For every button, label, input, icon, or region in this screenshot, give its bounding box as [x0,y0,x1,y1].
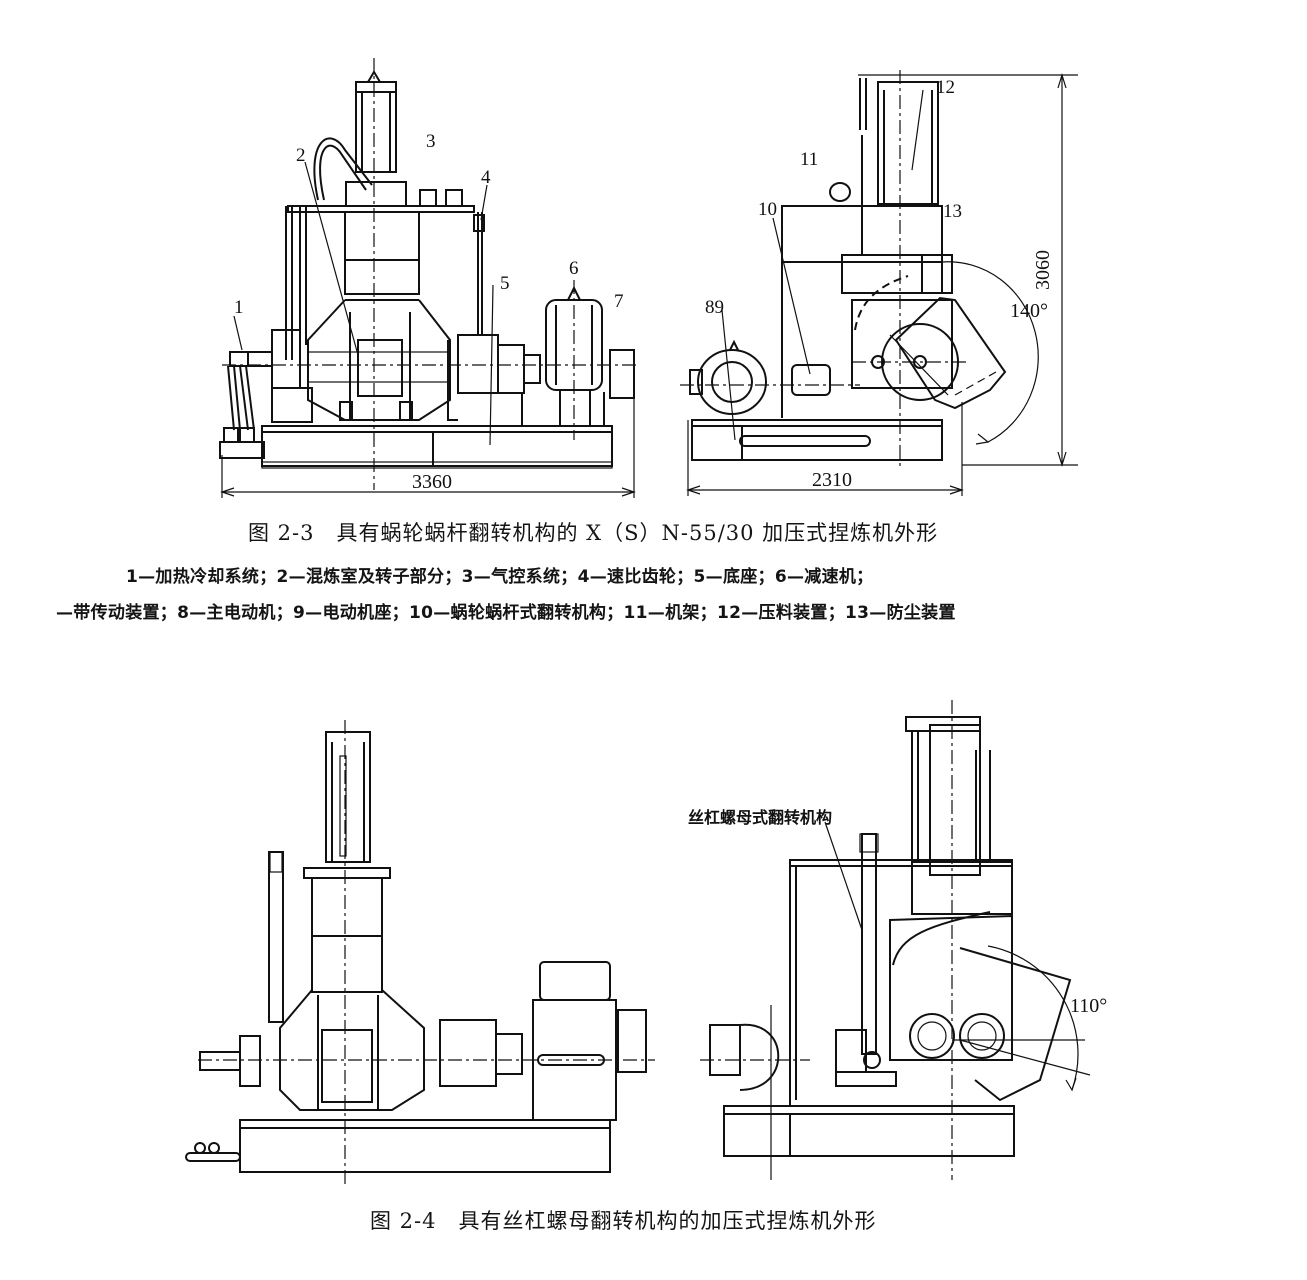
part-label-7: 7 [614,291,624,312]
part-label-5: 5 [500,273,510,294]
height-dimension-3060: 3060 [1032,250,1054,290]
tilt-angle-140: 140° [1010,300,1048,322]
fig-2-3-front-view [219,58,640,498]
fig-2-3-side-view [680,70,1078,496]
part-label-1: 1 [234,297,244,318]
tilt-angle-110: 110° [1070,995,1108,1017]
screw-nut-mechanism-label: 丝杠螺母式翻转机构 [688,808,833,827]
part-label-4: 4 [481,167,491,188]
part-label-12: 12 [936,77,955,98]
width-dimension-2310: 2310 [812,469,852,491]
width-dimension-3360: 3360 [412,471,452,493]
part-label-6: 6 [569,258,579,279]
part-label-10: 10 [758,199,777,220]
fig-2-4-side-view [700,700,1091,1180]
part-label-11: 11 [800,149,819,170]
fig-2-4-front-view [185,720,655,1188]
part-label-2: 2 [296,145,306,166]
part-label-13: 13 [943,201,962,222]
figure-2-3-legend-line-2: —带传动装置；8—主电动机；9—电动机座；10—蜗轮蜗杆式翻转机构；11—机架；… [56,603,956,623]
part-label-89: 89 [705,297,724,318]
figure-2-3-legend-line-1: 1—加热冷却系统；2—混炼室及转子部分；3—气控系统；4—速比齿轮；5—底座；6… [126,567,874,587]
figure-2-4-caption: 图 2-4 具有丝杠螺母翻转机构的加压式捏炼机外形 [370,1209,877,1233]
figure-2-3-caption: 图 2-3 具有蜗轮蜗杆翻转机构的 X（S）N-55/30 加压式捏炼机外形 [248,521,939,545]
part-label-3: 3 [426,131,436,152]
